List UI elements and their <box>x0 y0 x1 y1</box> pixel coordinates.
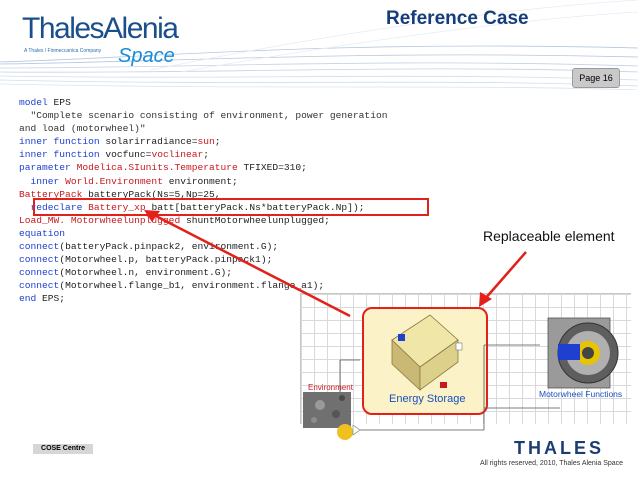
logo-tagline: A Thales / Finmeccanica Company <box>24 48 102 54</box>
battery-block-icon <box>391 314 463 391</box>
replaceable-highlight-box <box>33 198 429 216</box>
code-line: and load (motorwheel)" <box>19 123 146 134</box>
arrow-icon <box>479 251 527 307</box>
code-token: model <box>19 97 48 108</box>
code-line: BatteryPack batteryPack(Ns=5,Np=25, <box>19 188 221 200</box>
code-line: inner function vocfunc=voclinear; <box>19 149 210 161</box>
code-token: sun <box>197 136 215 148</box>
slide-header: ThalesAlenia A Thales / Finmeccanica Com… <box>0 0 638 90</box>
motorwheel-icon <box>547 317 619 389</box>
connector-port <box>352 424 361 436</box>
thales-logo: THALES <box>514 438 604 458</box>
code-line: equation <box>19 228 65 239</box>
code-token: Load_MW. Motorwheelunplugged <box>19 214 181 226</box>
code-token: inner function <box>19 149 100 161</box>
code-token: World.Environment <box>65 175 163 187</box>
code-token: connect <box>19 241 60 253</box>
motorwheel-functions-label: Motorwheel Functions <box>539 389 623 399</box>
code-line: Load_MW. Motorwheelunplugged shuntMotorw… <box>19 214 330 226</box>
code-token: Modelica.SIunits.Temperature <box>76 162 238 174</box>
header-swoosh <box>0 0 638 90</box>
code-line: parameter Modelica.SIunits.Temperature T… <box>19 162 307 174</box>
code-token: connect <box>19 267 60 279</box>
code-line: connect(Motorwheel.p, batteryPack.pinpac… <box>19 254 273 266</box>
energy-storage-label: Energy Storage <box>389 393 466 405</box>
connector-port <box>440 382 447 388</box>
code-line: "Complete scenario consisting of environ… <box>19 110 388 122</box>
code-line: redeclare Battery_xp batt[batteryPack.Ns… <box>30 201 365 213</box>
environment-moon-icon <box>303 392 361 440</box>
connector-port <box>455 342 463 351</box>
slide-title: Reference Case <box>386 8 529 29</box>
code-token: voclinear <box>151 149 204 161</box>
code-token: BatteryPack <box>19 188 83 200</box>
code-token: parameter <box>19 162 71 174</box>
logo-wordmark: ThalesAlenia <box>22 12 179 45</box>
thales-alenia-logo: ThalesAlenia A Thales / Finmeccanica Com… <box>22 12 179 68</box>
code-line: end EPS; <box>19 293 66 305</box>
code-token: and load (motorwheel)" <box>19 123 146 135</box>
code-line: inner function solarirradiance=sun; <box>19 136 221 148</box>
code-line: model EPS <box>19 97 71 108</box>
code-token: connect <box>19 254 60 266</box>
environment-label: Environment <box>308 383 353 392</box>
code-token: connect <box>19 280 60 292</box>
code-token: "Complete scenario consisting of environ… <box>30 110 388 122</box>
code-token: inner <box>30 175 60 187</box>
copyright-text: All rights reserved, 2010, Thales Alenia… <box>480 460 624 467</box>
cose-centre-badge: COSE Centre <box>33 444 93 454</box>
connector-port <box>398 334 405 341</box>
code-token: end <box>19 293 37 305</box>
replaceable-element-label: Replaceable element <box>483 228 615 244</box>
code-line: inner World.Environment environment; <box>30 175 238 187</box>
logo-space: Space <box>118 45 175 67</box>
arrow-icon <box>144 210 351 318</box>
page-number-badge: Page 16 <box>572 68 620 88</box>
code-line: connect(batteryPack.pinpack2, environmen… <box>19 241 279 253</box>
code-token: equation <box>19 227 66 239</box>
code-line: connect(Motorwheel.flange_b1, environmen… <box>19 280 325 292</box>
code-token: inner function <box>19 136 100 148</box>
code-token: redeclare <box>30 201 83 213</box>
code-token: Battery_xp <box>88 201 146 213</box>
code-line: connect(Motorwheel.n, environment.G); <box>19 267 233 279</box>
modelica-code-block: model EPS "Complete scenario consisting … <box>19 96 459 306</box>
